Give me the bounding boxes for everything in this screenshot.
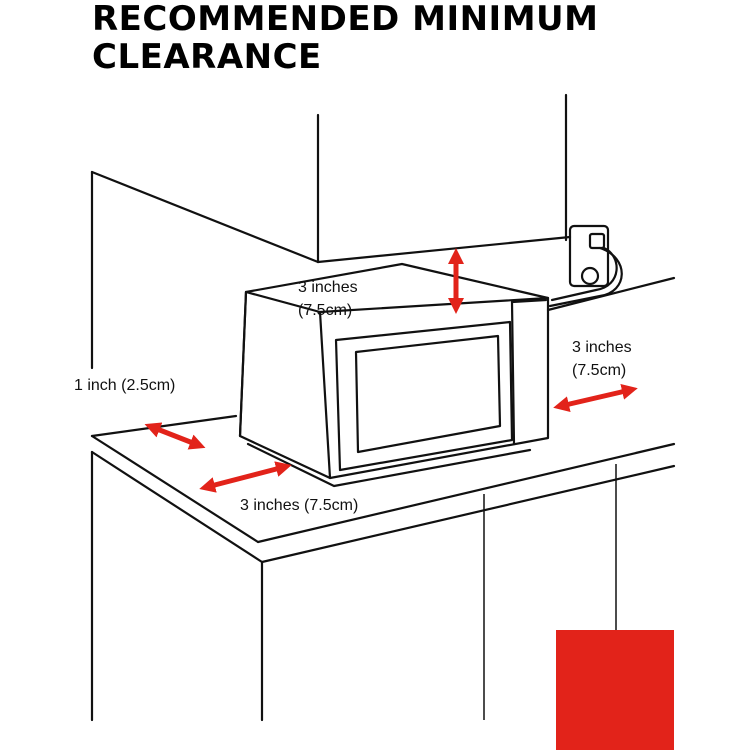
plug-lower — [580, 266, 600, 286]
page-title: RECOMMENDED MINIMUM CLEARANCE — [92, 0, 598, 76]
microwave-top-front-edge — [244, 290, 550, 314]
control-panel-edge — [510, 300, 516, 446]
top-clearance-label-1: 3 inches — [298, 279, 358, 296]
left-wall-top-edge — [90, 170, 320, 264]
front-clearance-label: 3 inches (7.5cm) — [240, 497, 358, 514]
title-line-2: CLEARANCE — [92, 37, 322, 77]
left-clearance-arrow — [144, 422, 206, 450]
counter-back-right-edge — [546, 276, 676, 312]
top-clearance-label-2: (7.5cm) — [298, 302, 352, 319]
wall-outlines — [90, 93, 572, 370]
microwave-base — [246, 442, 532, 488]
counter-front-left-edge — [90, 434, 260, 544]
counter-lower-front-edge — [260, 464, 676, 564]
plug-upper — [588, 232, 606, 250]
outlet-plate — [568, 224, 610, 288]
upper-cabinet-bottom-edge — [316, 235, 572, 264]
right-clearance-label-1: 3 inches — [572, 339, 632, 356]
microwave-door — [334, 320, 514, 472]
front-clearance-arrow — [199, 461, 292, 493]
right-clearance-arrow — [553, 384, 638, 412]
microwave-front-left-edge — [318, 310, 332, 480]
microwave-window — [354, 334, 502, 454]
clearance-arrows — [144, 247, 638, 493]
red-accent-block — [556, 630, 674, 750]
left-clearance-label: 1 inch (2.5cm) — [74, 377, 175, 394]
title-line-1: RECOMMENDED MINIMUM — [92, 0, 599, 39]
microwave — [238, 262, 550, 488]
power-cord-2 — [550, 246, 618, 302]
counter-front-lip — [90, 450, 264, 564]
microwave-side-edge — [238, 290, 248, 438]
right-clearance-label-2: (7.5cm) — [572, 362, 626, 379]
counter-front-edge — [256, 442, 676, 544]
control-panel-top — [510, 298, 548, 304]
